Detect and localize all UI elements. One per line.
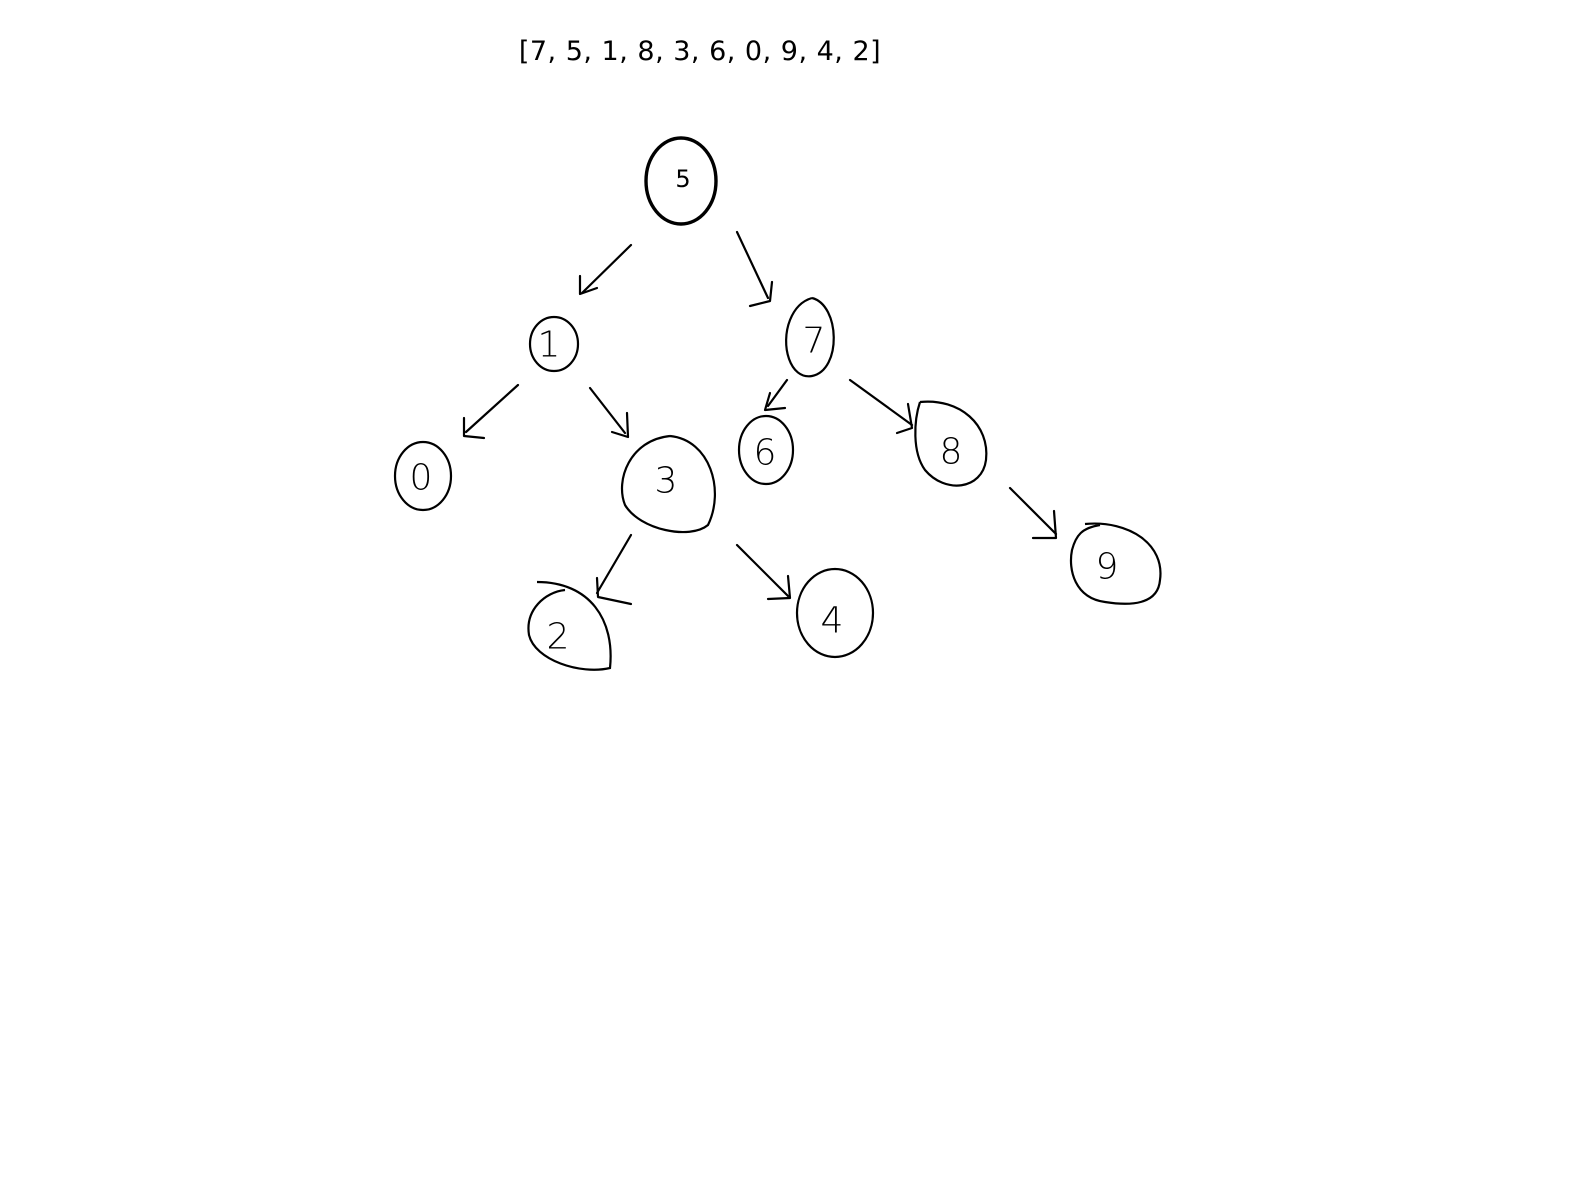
edge-3-2 — [595, 533, 633, 606]
edge-7-6 — [763, 378, 789, 412]
tree-node-8: 8 — [914, 400, 988, 487]
tree-node-1: 1 — [528, 315, 580, 373]
tree-node-6: 6 — [737, 414, 795, 486]
node-label-9: 9 — [1096, 547, 1119, 588]
edge-1-3 — [588, 386, 630, 439]
node-label-5: 5 — [675, 165, 690, 193]
tree-node-0: 0 — [393, 440, 453, 512]
tree-node-7: 7 — [785, 296, 835, 378]
edge-5-1 — [578, 243, 633, 296]
node-label-0: 0 — [410, 458, 433, 499]
input-array-label: [7, 5, 1, 8, 3, 6, 0, 9, 4, 2] — [518, 36, 882, 67]
node-label-7: 7 — [803, 321, 826, 362]
tree-node-2: 2 — [527, 580, 612, 671]
edge-8-9 — [1008, 486, 1058, 540]
edge-1-0 — [462, 383, 520, 440]
edge-7-8 — [848, 378, 914, 435]
tree-node-9: 9 — [1069, 522, 1162, 605]
node-label-8: 8 — [940, 432, 963, 473]
node-label-4: 4 — [821, 601, 844, 642]
edge-3-4 — [735, 543, 792, 601]
node-label-3: 3 — [655, 461, 678, 502]
node-label-2: 2 — [547, 617, 570, 658]
edge-5-7 — [735, 230, 774, 308]
tree-node-3: 3 — [620, 434, 716, 534]
tree-node-5: 5 — [644, 136, 718, 226]
node-label-1: 1 — [538, 325, 561, 366]
node-label-6: 6 — [754, 433, 777, 474]
tree-node-4: 4 — [795, 567, 875, 659]
